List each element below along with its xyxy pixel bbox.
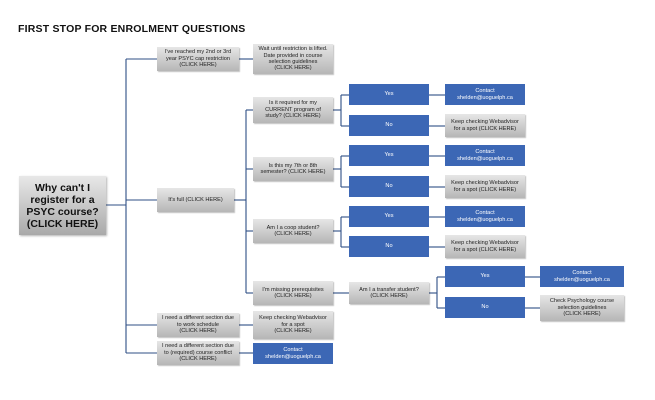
program-yes-box[interactable]: Yes (349, 84, 429, 105)
full-box[interactable]: It's full (CLICK HERE) (157, 188, 234, 212)
question-coop-box[interactable]: Am I a coop student? (CLICK HERE) (253, 219, 333, 243)
coop-webadvisor-box[interactable]: Keep checking Webadvisor for a spot (CLI… (445, 235, 525, 258)
transfer-contact-box[interactable]: Contact shelden@uoguelph.ca (540, 266, 624, 287)
cap-restriction-box[interactable]: I've reached my 2nd or 3rd year PSYC cap… (157, 47, 239, 71)
wait-restriction-box[interactable]: Wait until restriction is lifted. Date p… (253, 44, 333, 74)
semester-yes-box[interactable]: Yes (349, 145, 429, 166)
semester-no-box[interactable]: No (349, 176, 429, 197)
work-schedule-box[interactable]: I need a different section due to work s… (157, 313, 239, 337)
coop-contact-box[interactable]: Contact shelden@uoguelph.ca (445, 206, 525, 227)
semester-contact-box[interactable]: Contact shelden@uoguelph.ca (445, 145, 525, 166)
program-no-box[interactable]: No (349, 115, 429, 136)
transfer-guidelines-box[interactable]: Check Psychology course selection guidel… (540, 295, 624, 321)
question-semester-box[interactable]: Is this my 7th or 8th semester? (CLICK H… (253, 157, 333, 181)
question-program-box[interactable]: Is it required for my CURRENT program of… (253, 97, 333, 123)
program-contact-box[interactable]: Contact shelden@uoguelph.ca (445, 84, 525, 105)
page-title: FIRST STOP FOR ENROLMENT QUESTIONS (18, 23, 246, 35)
course-conflict-box[interactable]: I need a different section due to (requi… (157, 341, 239, 365)
coop-no-box[interactable]: No (349, 236, 429, 257)
semester-webadvisor-box[interactable]: Keep checking Webadvisor for a spot (CLI… (445, 175, 525, 198)
transfer-yes-box[interactable]: Yes (445, 266, 525, 287)
transfer-no-box[interactable]: No (445, 297, 525, 318)
question-transfer-box[interactable]: Am I a transfer student? (CLICK HERE) (349, 282, 429, 304)
prerequisites-box[interactable]: I'm missing prerequisites (CLICK HERE) (253, 281, 333, 305)
work-schedule-result-box[interactable]: Keep checking Webadvisor for a spot (CLI… (253, 311, 333, 339)
course-conflict-contact-box[interactable]: Contact shelden@uoguelph.ca (253, 343, 333, 364)
program-webadvisor-box[interactable]: Keep checking Webadvisor for a spot (CLI… (445, 114, 525, 137)
coop-yes-box[interactable]: Yes (349, 206, 429, 227)
root-question-box[interactable]: Why can't I register for a PSYC course? … (19, 176, 106, 235)
